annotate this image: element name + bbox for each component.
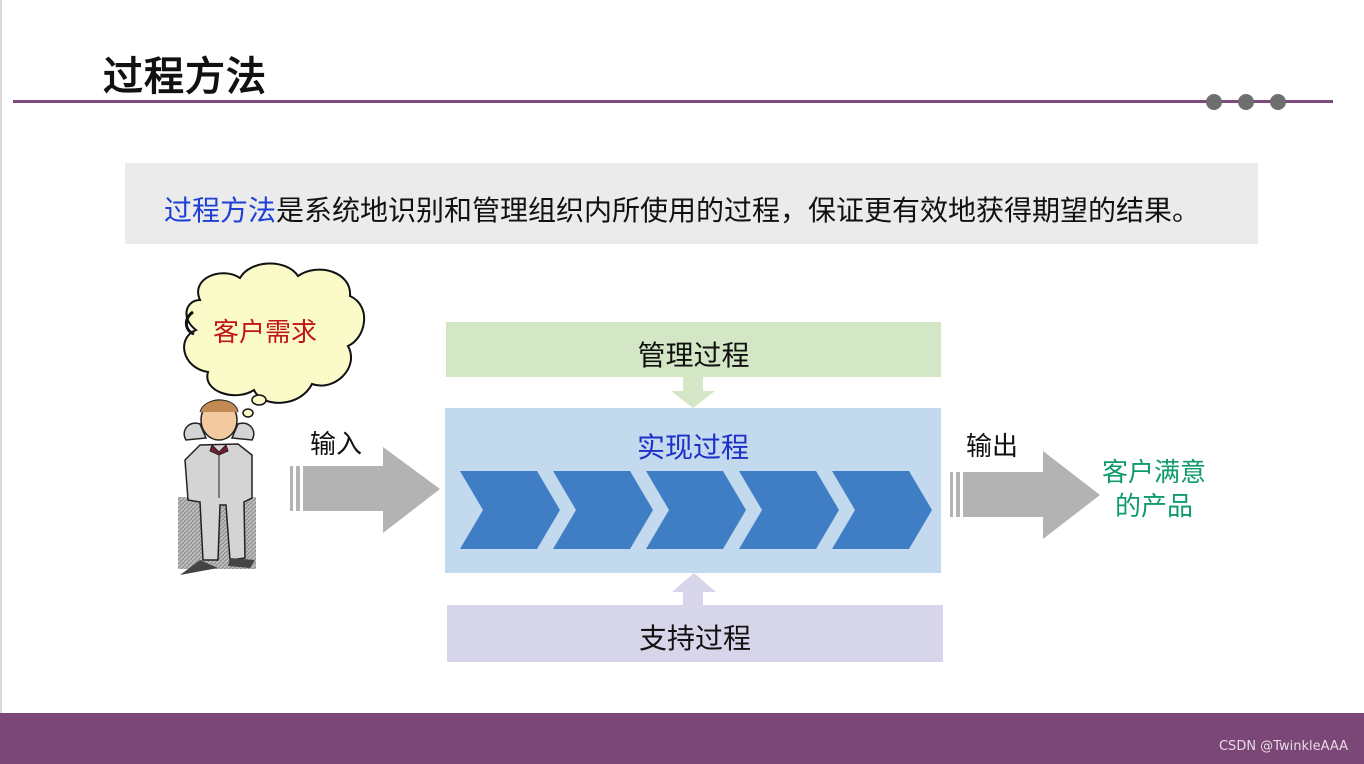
result-line-2: 的产品	[1115, 492, 1194, 522]
chevron-1	[460, 471, 560, 549]
input-arrow-icon	[290, 447, 440, 533]
support-process-box: 支持过程	[447, 605, 943, 662]
definition-box	[125, 163, 1258, 244]
output-label: 输出	[966, 432, 1019, 462]
realization-process-box: 实现过程	[445, 408, 941, 573]
confused-person-icon	[178, 399, 256, 575]
realization-process-label: 实现过程	[636, 431, 749, 464]
decor-dot	[1270, 94, 1286, 110]
chevron-row	[460, 471, 932, 549]
decor-dot	[1206, 94, 1222, 110]
definition-rest: 是系统地识别和管理组织内所使用的过程，保证更有效地获得期望的结果。	[276, 194, 1201, 227]
chevron-5	[832, 471, 932, 549]
chevron-4	[739, 471, 839, 549]
decor-dot	[1238, 94, 1254, 110]
chevron-2	[553, 471, 653, 549]
result-label: 客户满意 的产品	[1102, 456, 1206, 524]
result-line-1: 客户满意	[1102, 458, 1207, 488]
down-arrow-icon	[671, 377, 715, 408]
input-label: 输入	[310, 430, 363, 460]
slide-left-border	[0, 0, 2, 715]
title-divider	[13, 100, 1333, 103]
output-arrow-icon	[950, 451, 1100, 539]
management-process-box: 管理过程	[446, 322, 941, 377]
customer-need-label: 客户需求	[213, 318, 318, 348]
watermark: CSDN @TwinkleAAA	[1218, 739, 1348, 754]
thought-cloud-icon	[183, 262, 366, 418]
footer-bar	[0, 713, 1364, 764]
definition-text: 过程方法是系统地识别和管理组织内所使用的过程，保证更有效地获得期望的结果。	[164, 189, 1200, 229]
page-title: 过程方法	[103, 54, 267, 100]
up-arrow-icon	[672, 573, 716, 605]
definition-highlight: 过程方法	[164, 194, 277, 227]
support-process-label: 支持过程	[638, 622, 751, 655]
management-process-label: 管理过程	[637, 339, 750, 372]
chevron-3	[646, 471, 746, 549]
